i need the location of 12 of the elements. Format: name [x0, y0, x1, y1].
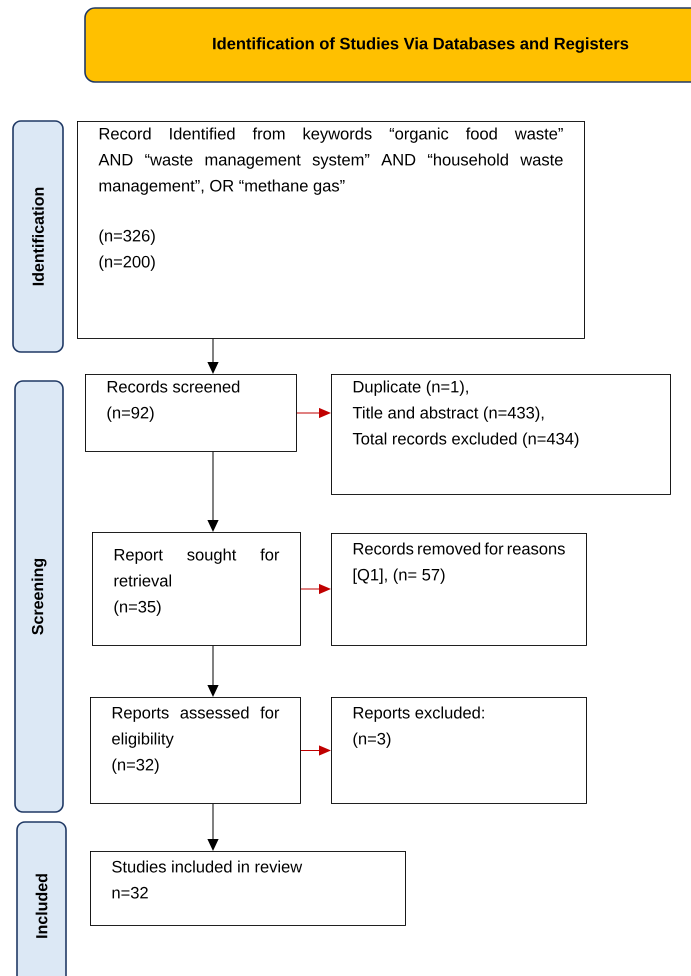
process-box: Records screened (n=92)	[85, 374, 297, 452]
process-box: Reports assessed for eligibility (n=32)	[90, 697, 301, 804]
process-box: Record Identified from keywords “organic food waste” AND “waste management system” AND “household waste management”, OR “methane gas” (n=326) (n=200)	[77, 121, 585, 339]
process-box: Reports excluded: (n=3)	[331, 697, 587, 804]
process-box: Records removed for reasons [Q1], (n= 57)	[331, 533, 587, 646]
process-box: Report sought for retrieval (n=35)	[92, 532, 301, 646]
process-box: Duplicate (n=1), Title and abstract (n=433), Total records excluded (n=434)	[331, 374, 671, 495]
process-box: Studies included in review n=32	[90, 851, 406, 926]
stage-label: Screening	[14, 380, 64, 813]
header-box: Identification of Studies Via Databases and Registers	[84, 7, 691, 83]
stage-label: Identification	[12, 120, 64, 353]
stage-label: Included	[16, 821, 67, 976]
